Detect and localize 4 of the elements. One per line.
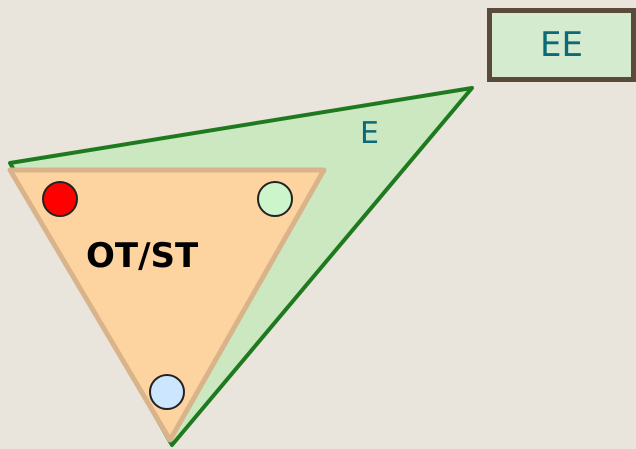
triangle-label: OT/ST	[86, 236, 198, 276]
label-box	[487, 8, 636, 82]
box-label: EE	[540, 25, 583, 65]
triangle-label: E	[360, 116, 379, 151]
